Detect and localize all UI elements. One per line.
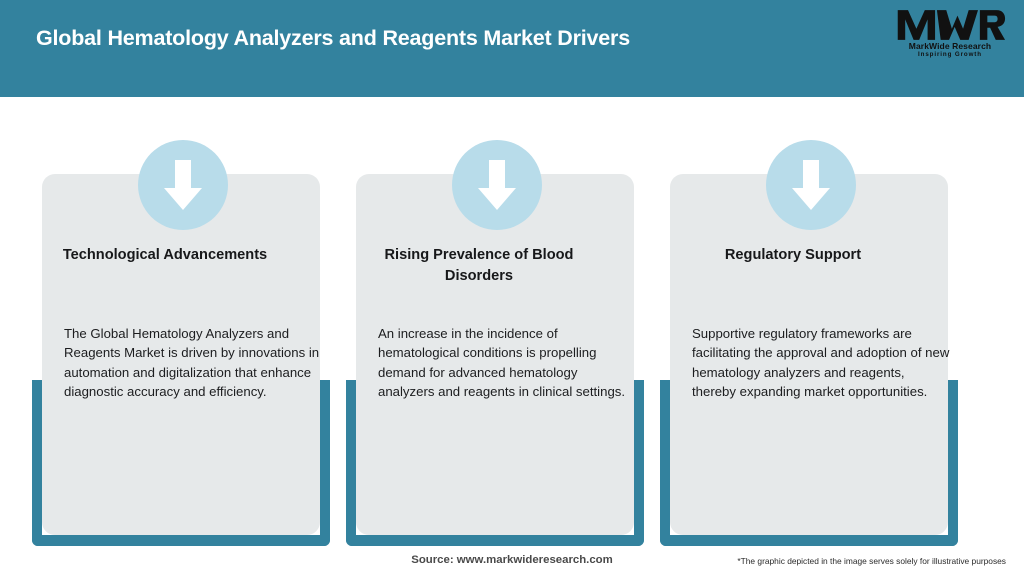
card-body-text: Supportive regulatory frameworks are fac… (692, 326, 950, 400)
down-arrow-icon (766, 140, 856, 230)
card-panel (670, 174, 948, 535)
card-title: Technological Advancements (62, 247, 268, 263)
driver-card[interactable]: Rising Prevalence of Blood Disorders An … (340, 97, 654, 546)
logo-company-name: MarkWide Research (908, 41, 992, 51)
card-panel (42, 174, 320, 535)
drivers-card-group: Technological Advancements The Global He… (0, 97, 1024, 546)
brand-logo: MarkWide Research Inspiring Growth (894, 8, 1006, 66)
card-title: Rising Prevalence of Blood Disorders (384, 247, 574, 284)
down-arrow-glyph (164, 160, 202, 210)
logo-tagline: Inspiring Growth (918, 51, 982, 58)
down-arrow-icon (138, 140, 228, 230)
disclaimer-note: *The graphic depicted in the image serve… (737, 556, 1006, 566)
card-bracket-accent (660, 380, 958, 546)
card-panel (356, 174, 634, 535)
card-body-text: An increase in the incidence of hematolo… (378, 326, 626, 400)
down-arrow-glyph (792, 160, 830, 210)
card-bracket-accent (32, 380, 330, 546)
page-title: Global Hematology Analyzers and Reagents… (36, 26, 630, 50)
mwr-logo-icon (897, 10, 1006, 40)
driver-card[interactable]: Regulatory Support Supportive regulatory… (654, 97, 968, 546)
driver-card[interactable]: Technological Advancements The Global He… (26, 97, 340, 546)
down-arrow-icon (452, 140, 542, 230)
card-body-text: The Global Hematology Analyzers and Reag… (64, 326, 320, 400)
down-arrow-glyph (478, 160, 516, 210)
card-title: Regulatory Support (724, 247, 862, 263)
card-bracket-accent (346, 380, 644, 546)
header-bar: Global Hematology Analyzers and Reagents… (0, 0, 1024, 97)
source-label: Source: www.markwideresearch.com (411, 554, 613, 566)
